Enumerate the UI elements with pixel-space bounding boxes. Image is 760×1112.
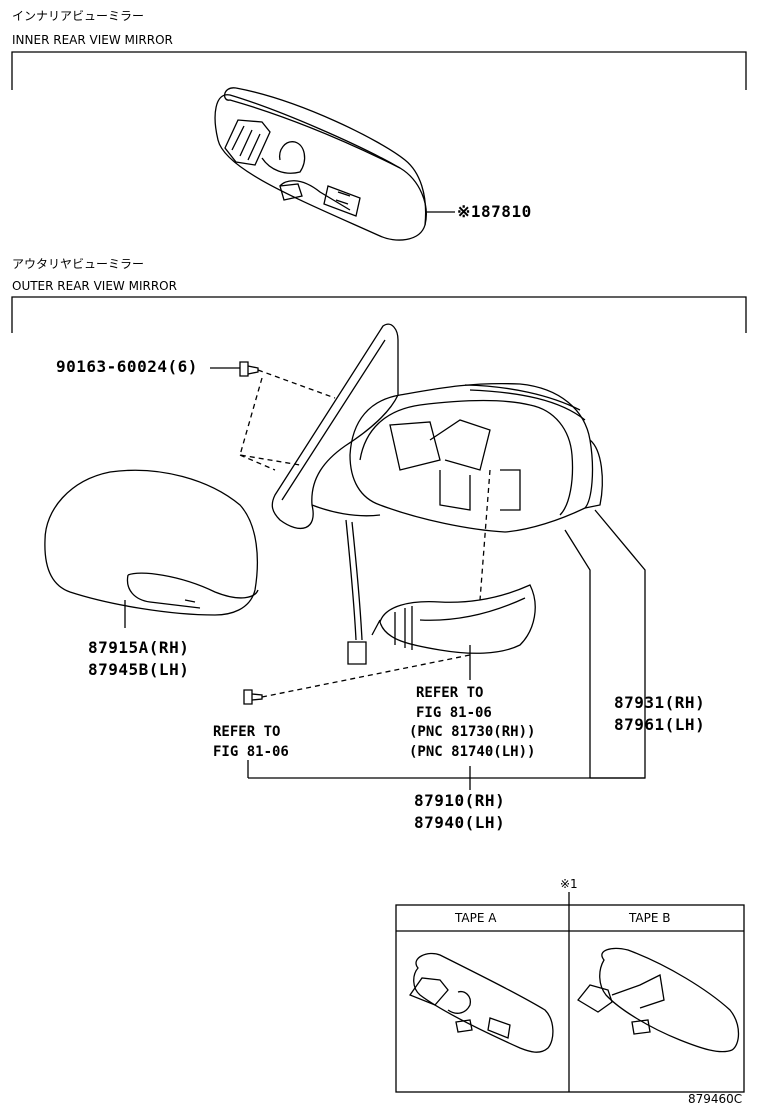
tape-a-mirror-drawing <box>408 952 554 1053</box>
outer-section-title-jp: アウタリヤビューミラー <box>12 257 145 271</box>
inner-section-title-jp: インナリアビューミラー <box>12 9 145 23</box>
outer-section-title-en: OUTER REAR VIEW MIRROR <box>12 279 177 293</box>
mirror-cover-drawing <box>44 469 259 616</box>
part-label-cover-lh[interactable]: 87945B(LH) <box>88 660 190 679</box>
outer-mirror-base-drawing <box>271 323 399 529</box>
refer-note-1-line1[interactable]: REFER TO <box>213 724 281 740</box>
screws-drawing <box>239 361 263 705</box>
inner-section-title-en: INNER REAR VIEW MIRROR <box>12 33 173 47</box>
tape-inset-box <box>395 892 745 1093</box>
inset-note-mark: ※1 <box>560 877 578 891</box>
refer-note-2-line3[interactable]: (PNC 81730(RH)) <box>409 724 536 740</box>
leader-lines <box>124 367 646 790</box>
part-label-glass-rh[interactable]: 87931(RH) <box>614 693 706 712</box>
tape-b-mirror-drawing <box>577 947 740 1053</box>
dashed-guide-lines <box>239 369 491 698</box>
part-label-glass-lh[interactable]: 87961(LH) <box>614 715 706 734</box>
outer-section-bracket <box>11 296 747 333</box>
refer-note-2-line2[interactable]: FIG 81-06 <box>416 705 492 721</box>
refer-note-1-line2[interactable]: FIG 81-06 <box>213 744 289 760</box>
inset-tape-a-header: TAPE A <box>455 911 497 925</box>
inner-mirror-drawing <box>214 87 455 241</box>
refer-note-2-line4[interactable]: (PNC 81740(LH)) <box>409 744 536 760</box>
turn-signal-drawing <box>345 519 536 665</box>
part-label-assy-rh[interactable]: 87910(RH) <box>414 791 506 810</box>
inner-section-bracket <box>11 51 747 90</box>
part-label-inner-mirror[interactable]: ※187810 <box>457 202 532 221</box>
figure-code: 879460C <box>688 1092 743 1106</box>
part-label-cover-rh[interactable]: 87915A(RH) <box>88 638 190 657</box>
outer-mirror-housing-drawing <box>349 382 603 533</box>
part-label-assy-lh[interactable]: 87940(LH) <box>414 813 506 832</box>
inset-tape-b-header: TAPE B <box>629 911 671 925</box>
refer-note-2-line1[interactable]: REFER TO <box>416 685 484 701</box>
part-label-screw[interactable]: 90163-60024(6) <box>56 357 198 376</box>
